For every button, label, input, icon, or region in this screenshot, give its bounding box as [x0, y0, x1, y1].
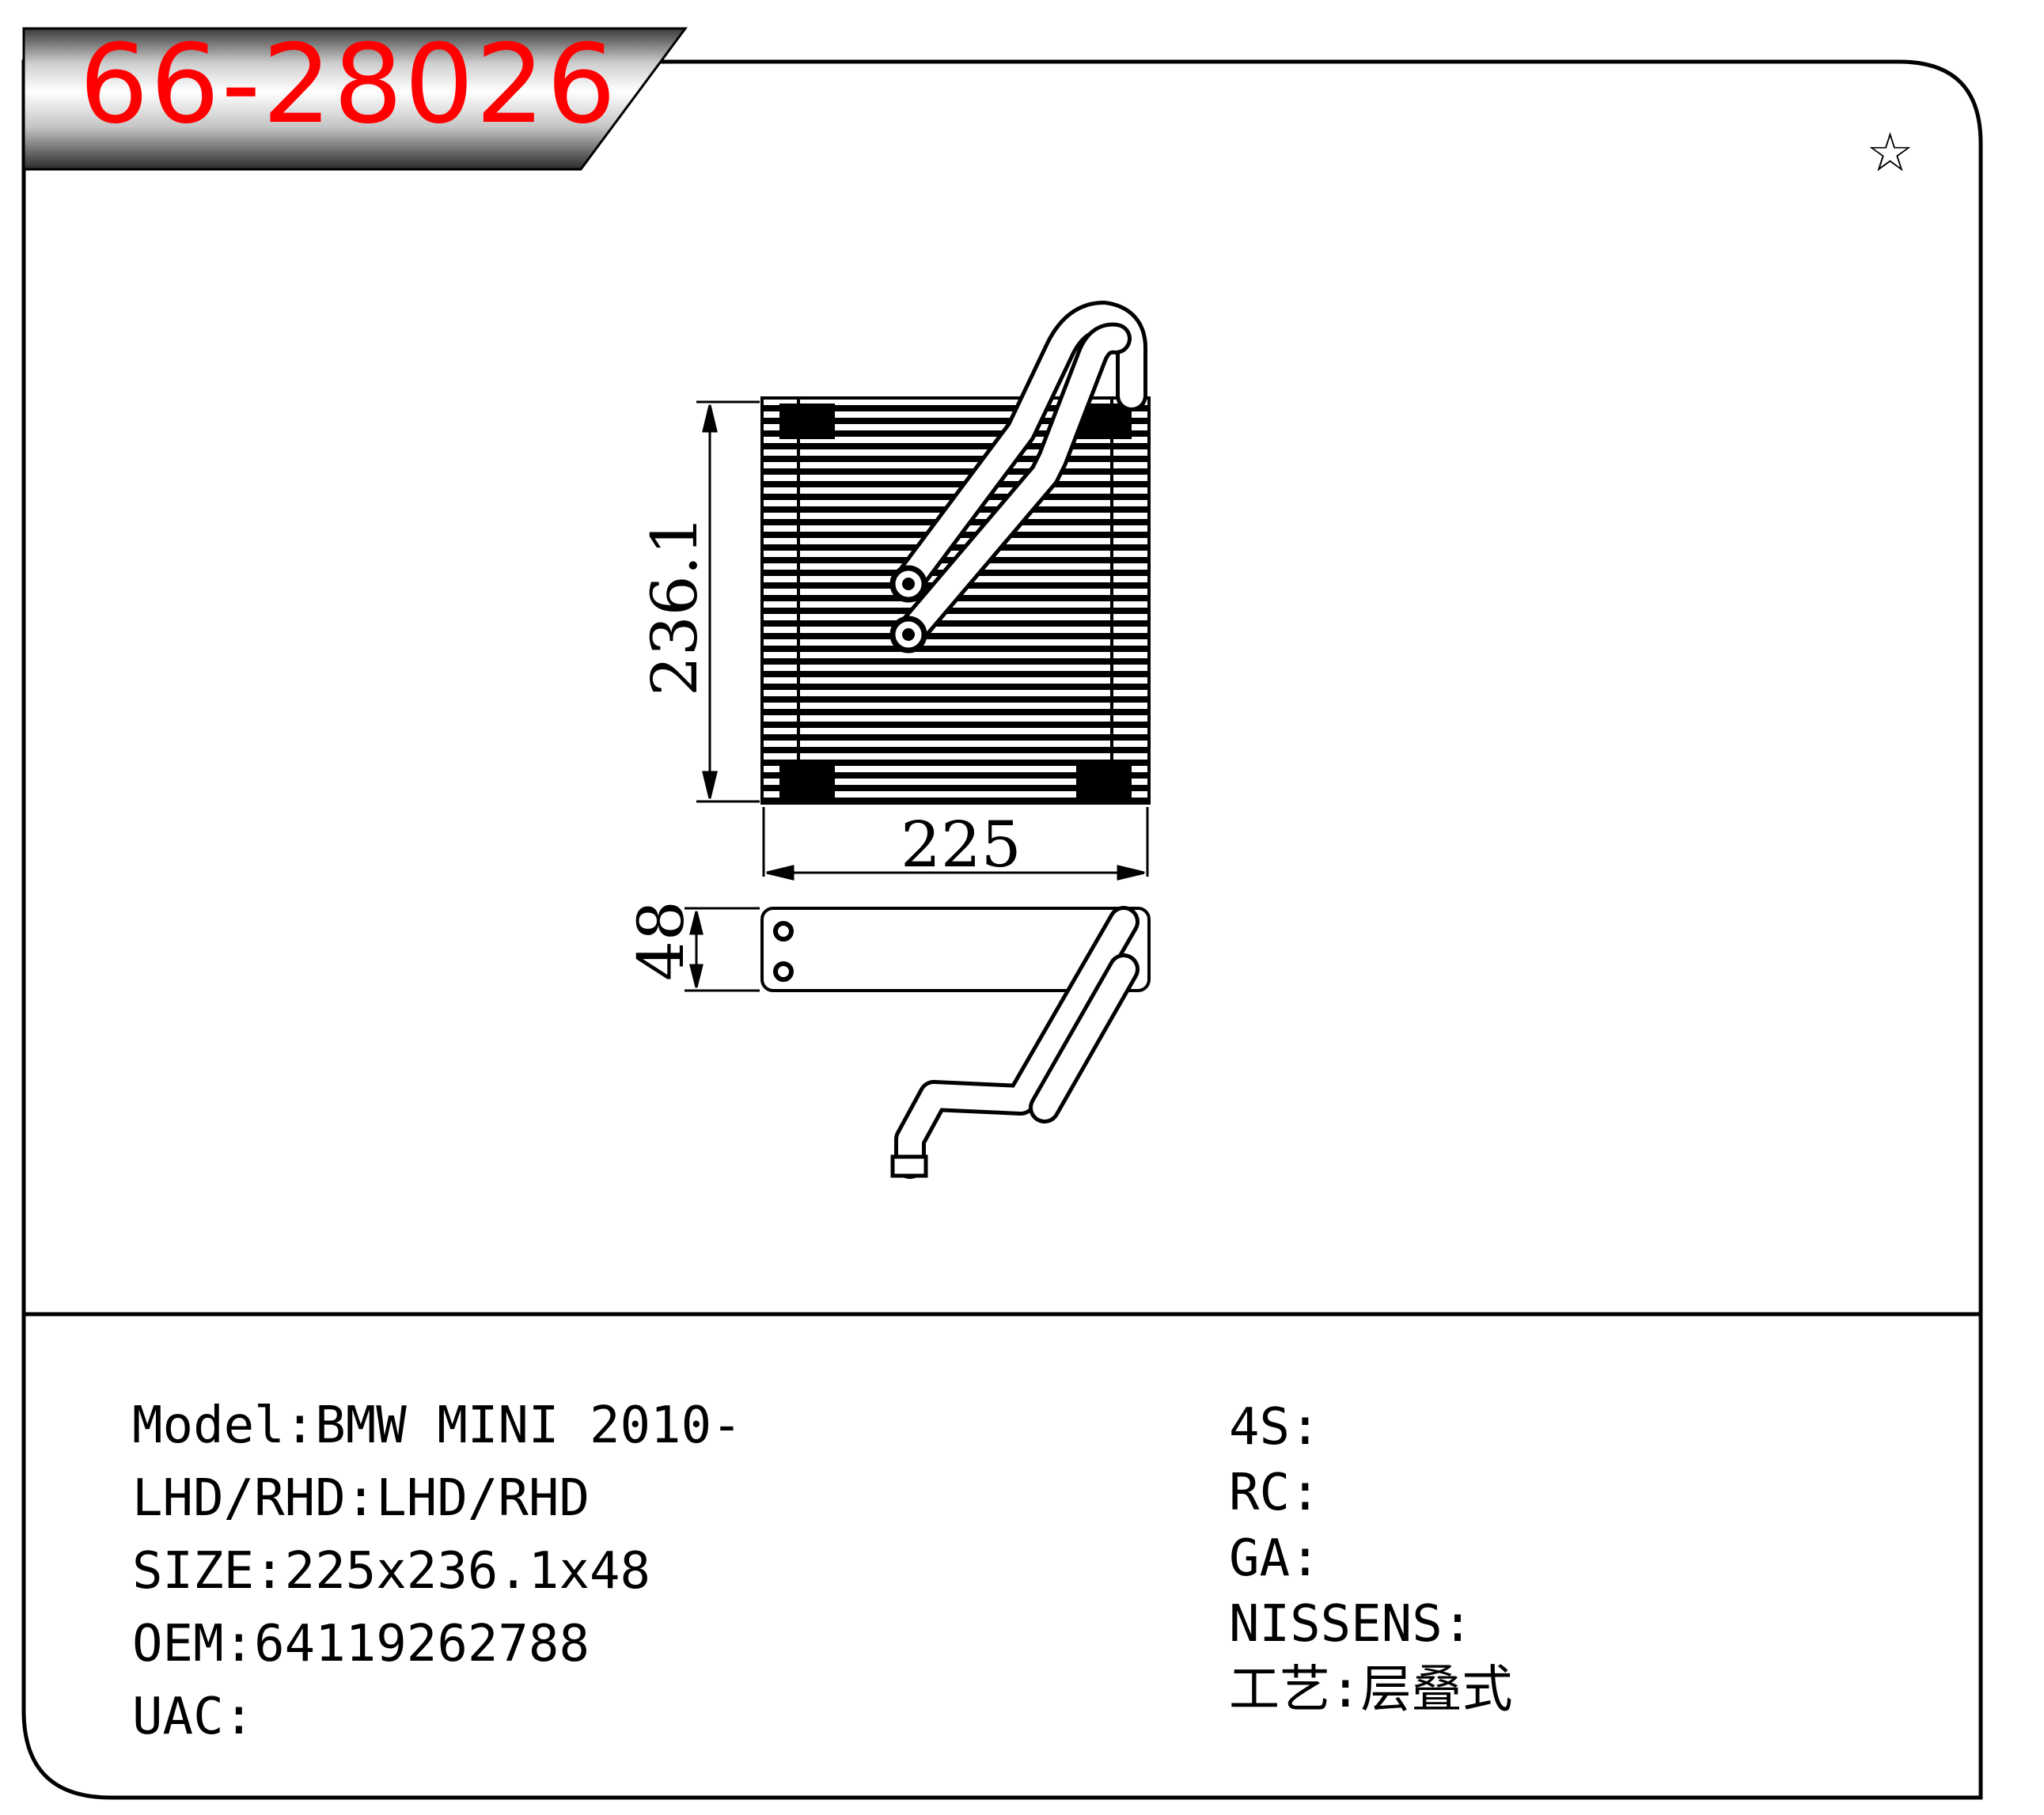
- fin-stripe: [762, 747, 1149, 753]
- top-port: [773, 961, 794, 982]
- info-size: SIZE:225x236.1x48: [132, 1542, 651, 1601]
- fin-stripe: [762, 544, 1149, 551]
- info-label: UAC: [132, 1688, 224, 1746]
- pipe-fitting: [890, 1154, 928, 1178]
- info-label: 4S: [1229, 1398, 1291, 1457]
- info-uac: UAC:: [132, 1688, 255, 1746]
- evaporator-top-view: [760, 906, 1151, 1179]
- fin-stripe: [762, 709, 1149, 715]
- height-dimension: [696, 400, 760, 803]
- left-tank: [760, 396, 800, 805]
- info-value: 64119262788: [254, 1615, 590, 1673]
- info-label: GA: [1229, 1529, 1291, 1588]
- width-dimension: [762, 807, 1149, 881]
- mount-block: [779, 764, 835, 799]
- fin-stripe: [762, 481, 1149, 487]
- info-oem: OEM:64119262788: [132, 1615, 590, 1673]
- fin-stripe: [762, 734, 1149, 741]
- fin-stripe: [762, 646, 1149, 652]
- info-value: 层叠式: [1360, 1661, 1513, 1719]
- top-view-body: [760, 907, 1151, 992]
- part-number-title: 66-28026: [79, 21, 618, 148]
- info-label: RC: [1229, 1464, 1291, 1522]
- fin-stripe: [762, 468, 1149, 475]
- fin-stripe: [762, 418, 1149, 424]
- info-label: LHD/RHD: [132, 1469, 346, 1528]
- top-view-pipe-inner: [1033, 957, 1136, 1120]
- info-value: LHD/RHD: [376, 1469, 590, 1528]
- height-dimension-label: 236.1: [638, 514, 711, 696]
- info-label: SIZE: [132, 1542, 255, 1601]
- fin-stripe: [762, 785, 1149, 791]
- sheet-frame: [21, 59, 1983, 1800]
- info-model: Model:BMW MINI 2010-: [132, 1396, 742, 1455]
- info-ga: GA:: [1229, 1529, 1321, 1588]
- mount-block: [779, 404, 835, 439]
- info-nissens: NISSENS:: [1229, 1595, 1473, 1654]
- port-fitting: [902, 578, 915, 590]
- port-fitting: [902, 628, 915, 641]
- info-label: 工艺: [1229, 1661, 1330, 1719]
- title-banner: [22, 27, 688, 171]
- fin-stripe: [762, 633, 1149, 639]
- info-4s: 4S:: [1229, 1398, 1321, 1457]
- info-label: Model: [132, 1396, 285, 1455]
- width-dimension-label: 225: [901, 808, 1022, 881]
- depth-dimension-label: 48: [624, 900, 698, 981]
- fin-stripe: [762, 608, 1149, 614]
- fin-stripe: [762, 760, 1149, 766]
- info-label: NISSENS: [1229, 1595, 1443, 1654]
- fin-stripe: [762, 620, 1149, 627]
- info-label: OEM: [132, 1615, 224, 1673]
- fin-stripe: [762, 722, 1149, 728]
- fin-stripe: [762, 405, 1149, 411]
- evaporator-front-view: [760, 301, 1151, 805]
- depth-dimension: [684, 907, 760, 992]
- outlet-pipe-inner: [898, 326, 1128, 645]
- fin-stripe: [762, 456, 1149, 462]
- fin-stripe: [762, 443, 1149, 449]
- fin-stripe: [762, 798, 1149, 804]
- fin-stripe: [762, 772, 1149, 779]
- top-view-pipe-inner: [898, 910, 1136, 1175]
- mount-block: [1076, 764, 1132, 799]
- fin-stripe: [762, 684, 1149, 690]
- info-process: 工艺:层叠式: [1229, 1661, 1513, 1719]
- info-value: 225x236.1x48: [284, 1542, 651, 1601]
- fin-stripe: [762, 430, 1149, 437]
- fin-stripe: [762, 696, 1149, 703]
- info-drive-side: LHD/RHD:LHD/RHD: [132, 1469, 590, 1528]
- star-icon: ☆: [1866, 122, 1914, 184]
- top-port: [773, 921, 794, 942]
- info-value: BMW MINI 2010-: [315, 1396, 742, 1455]
- fin-stripe: [762, 658, 1149, 665]
- fin-stripe: [762, 671, 1149, 677]
- info-rc: RC:: [1229, 1464, 1321, 1522]
